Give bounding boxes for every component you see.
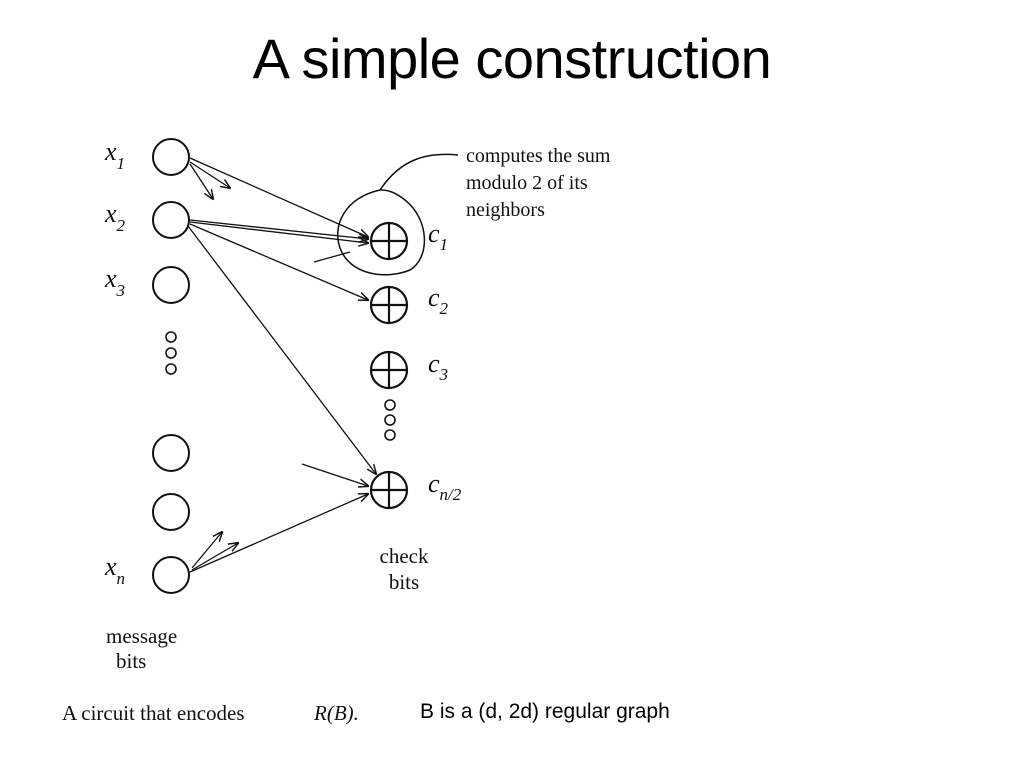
edge-x1-stub <box>189 161 230 188</box>
svg-text:R(B).: R(B). <box>313 701 359 725</box>
svg-text:check: check <box>380 544 429 568</box>
annotation-line: computes the sum <box>466 145 611 167</box>
xor-gate-c1 <box>369 221 409 261</box>
message-labels: x1 x2 x3 xn <box>104 137 126 588</box>
annotation-callout <box>336 153 459 276</box>
xor-gate-c2 <box>369 285 409 325</box>
figure-caption: A circuit that encodes R(B). <box>62 701 359 725</box>
check-ellipsis <box>384 399 396 441</box>
message-ellipsis <box>165 331 177 375</box>
svg-text:bits: bits <box>116 649 146 673</box>
check-nodes <box>369 221 409 510</box>
edges <box>187 157 376 573</box>
check-bits-label: check bits <box>380 544 429 594</box>
edge-x2-c2 <box>189 223 368 300</box>
edge-xn-stub <box>191 543 238 571</box>
message-node-xn <box>152 556 190 594</box>
edge-x2-c1 <box>189 219 368 239</box>
svg-text:message: message <box>106 624 177 648</box>
message-bits-label: message bits <box>106 624 177 673</box>
label-c2: c2 <box>428 283 449 318</box>
label-cn2: cn/2 <box>428 469 462 504</box>
edge-incoming-cn2 <box>301 463 368 486</box>
message-node <box>152 434 190 472</box>
svg-text:bits: bits <box>389 570 419 594</box>
edge-incoming-c1 <box>313 251 351 263</box>
edge-xn-cn2 <box>189 494 368 573</box>
annotation-line: modulo 2 of its <box>466 172 588 194</box>
annotation-text: computes the sum modulo 2 of its neighbo… <box>466 145 611 221</box>
slide-title: A simple construction <box>252 27 772 90</box>
svg-text:A circuit that encodes: A circuit that encodes <box>62 701 245 725</box>
message-node-x3 <box>152 266 190 304</box>
message-node <box>152 493 190 531</box>
edge-x2-cn2 <box>187 225 376 474</box>
message-node-x1 <box>152 138 190 176</box>
edge-xn-stub <box>191 532 222 569</box>
xor-gate-c3 <box>369 350 409 390</box>
check-labels: c1 c2 c3 cn/2 <box>428 219 462 504</box>
edge-x1-stub <box>189 163 213 199</box>
label-c1: c1 <box>428 219 448 254</box>
label-x1: x1 <box>104 137 125 173</box>
label-c3: c3 <box>428 349 448 384</box>
message-nodes <box>152 138 190 594</box>
xor-gate-cn2 <box>369 470 409 510</box>
annotation-line: neighbors <box>466 199 545 221</box>
message-node-x2 <box>152 201 190 239</box>
label-x3: x3 <box>104 264 125 300</box>
label-x2: x2 <box>104 199 126 235</box>
slide-note: B is a (d, 2d) regular graph <box>420 700 670 723</box>
label-xn: xn <box>104 552 125 588</box>
